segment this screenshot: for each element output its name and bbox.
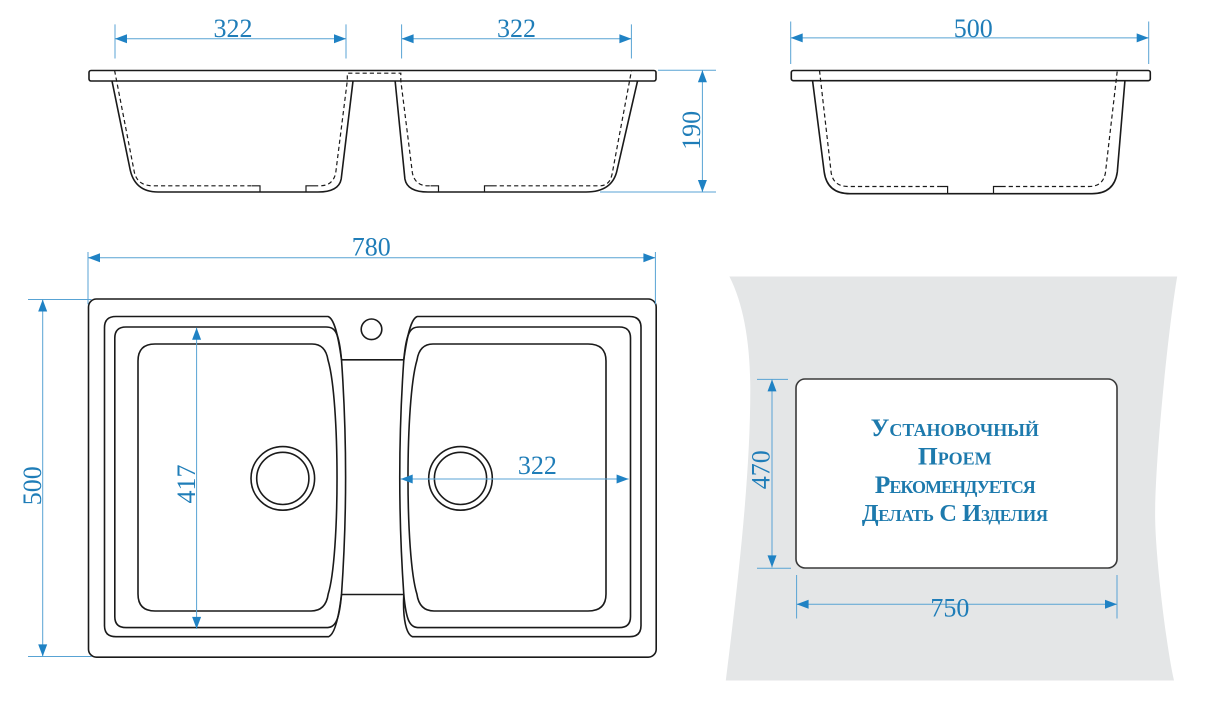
svg-text:750: 750 [930, 594, 969, 623]
svg-text:Делать С Изделия: Делать С Изделия [862, 500, 1048, 527]
svg-text:Проем: Проем [918, 442, 992, 471]
svg-text:Установочный: Установочный [871, 413, 1039, 442]
svg-text:780: 780 [352, 233, 391, 262]
svg-text:417: 417 [172, 465, 201, 504]
svg-text:Рекомендуется: Рекомендуется [875, 470, 1036, 499]
svg-text:322: 322 [518, 451, 557, 480]
svg-text:322: 322 [214, 14, 253, 43]
svg-text:500: 500 [954, 14, 993, 43]
svg-text:470: 470 [747, 450, 776, 489]
svg-text:500: 500 [18, 466, 47, 505]
svg-text:190: 190 [677, 111, 706, 150]
svg-text:322: 322 [497, 14, 536, 43]
